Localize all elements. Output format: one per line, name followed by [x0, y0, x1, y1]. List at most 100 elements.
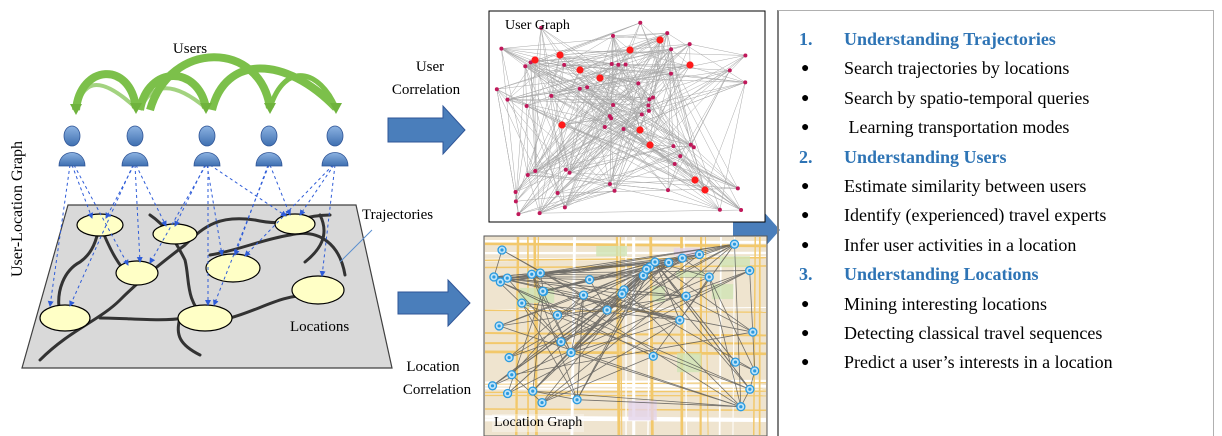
user-graph-edge [609, 35, 614, 185]
location-graph-node-core [569, 350, 573, 355]
user-graph-edge [501, 48, 519, 215]
user-graph-edge [525, 66, 570, 173]
user-graph-edge [526, 105, 721, 210]
users-label: Users [172, 41, 208, 57]
user-graph-node [513, 199, 518, 204]
map-block [676, 271, 704, 278]
user-relation-arrowheads [70, 103, 342, 115]
user-graph-node [739, 208, 744, 213]
outline-item: ●Infer user activities in a location [779, 231, 1213, 260]
location-graph-edge [532, 291, 544, 392]
user-graph-edge [526, 87, 588, 107]
user-graph-node [687, 42, 692, 47]
location-graph-edge [532, 390, 741, 408]
location-graph-edge [541, 243, 735, 403]
user-graph-node [555, 191, 560, 196]
outline-number: 1. [799, 29, 813, 49]
location-graph-edge [521, 302, 578, 400]
user-graph-edge [507, 59, 536, 100]
user-graph-edge [609, 33, 668, 185]
user-graph-node [524, 103, 529, 108]
location-graph-node-core [581, 293, 586, 297]
user-graph-node [621, 127, 626, 132]
user-graph-edge [496, 89, 536, 172]
user-graph-edge [551, 32, 668, 97]
user-graph-edge [501, 48, 612, 119]
capabilities-panel: 1. Understanding Trajectories ● Search tra… [777, 10, 1214, 436]
outline-item: ●Detecting classical travel sequences [779, 319, 1213, 348]
user-graph-edge [518, 43, 690, 215]
user-graph-edge [539, 183, 611, 214]
location-graph-node-core [748, 268, 752, 273]
location-graph-edge [532, 262, 669, 392]
user-graph-node [743, 53, 748, 58]
user-graph-edge [579, 32, 668, 71]
user-graph-node [596, 74, 604, 82]
map-block [711, 284, 734, 300]
user-graph-edge [618, 64, 639, 84]
user-graph-edge [535, 115, 610, 172]
user-graph-node [531, 56, 539, 64]
location-graph-edge [541, 319, 681, 404]
user-graph-edge [564, 64, 619, 208]
user-graph-edge [515, 64, 626, 202]
user-graph-edge [625, 64, 641, 131]
user-correlation-arrow [387, 104, 466, 156]
location-graph-edge [570, 352, 741, 408]
user-location-links [47, 164, 336, 307]
user-graph-nodes [494, 20, 748, 217]
user-graph-edge [611, 63, 654, 98]
location-graph-edge [498, 266, 650, 327]
user-graph-edge [525, 66, 681, 157]
user-graph-edge [639, 33, 668, 131]
user-graph-node [647, 97, 652, 102]
user-icon [193, 125, 221, 167]
capabilities-list: 1. Understanding Trajectories ● Search tra… [779, 11, 1213, 378]
user-graph-node [623, 62, 628, 67]
user-graph-edge [640, 22, 661, 41]
outline-heading-text: Understanding Trajectories [844, 29, 1056, 49]
user-graph-edge [618, 64, 730, 71]
user-graph-edge [609, 116, 615, 191]
user-graph-node [563, 167, 568, 172]
map-block [596, 245, 627, 257]
user-graph-node [539, 25, 544, 30]
bullet-icon: ● [801, 208, 810, 224]
location-graph-node-core [653, 260, 657, 264]
bullet-icon: ● [801, 325, 810, 341]
outline-heading: 3.Understanding Locations [779, 260, 1213, 289]
user-graph-edge [652, 97, 696, 181]
location-graph-nodes [487, 239, 760, 412]
location-graph-edge [508, 294, 584, 358]
location-graph-node-core [684, 294, 688, 298]
user-graph-edge [561, 118, 612, 126]
user-graph-edge [561, 82, 746, 126]
user-graph-node [626, 46, 634, 54]
user-graph-edge [648, 70, 730, 112]
location-graph-edge [540, 243, 735, 274]
user-graph-edge [569, 126, 606, 173]
user-graph-edges [496, 22, 746, 215]
outline-item-text: Identify (experienced) travel experts [844, 205, 1107, 226]
location-graph-edge [708, 276, 756, 372]
user-graph-edge [599, 77, 746, 83]
outline-item-text: Search trajectories by locations [844, 58, 1070, 79]
user-graph-edge [526, 105, 706, 191]
location-graph-edge [499, 325, 741, 408]
location-graph-node-core [507, 355, 511, 360]
location-graph-edge [493, 276, 687, 297]
user-graph-edge [604, 64, 619, 128]
user-graph-edge [611, 63, 643, 115]
user-graph-node [516, 212, 521, 217]
location-graph-node-core [751, 330, 755, 334]
user-graph-edge [564, 129, 641, 208]
location-graph-node-core [531, 389, 535, 393]
user-graph-node [656, 36, 664, 44]
trajectories-label: Trajectories [362, 207, 434, 223]
location-graph-title: Location Graph [492, 414, 585, 432]
location-graph-edge [511, 294, 584, 376]
location-correlation-line2: Correlation [402, 382, 472, 398]
user-graph-edge [501, 48, 612, 65]
user-graph-edge [565, 169, 611, 185]
